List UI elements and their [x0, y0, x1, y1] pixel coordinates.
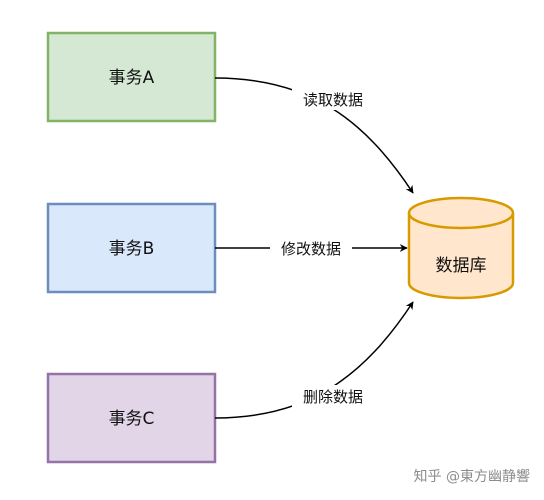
transaction-a-node[interactable]: 事务A	[46, 31, 217, 123]
transaction-a-label: 事务A	[109, 68, 155, 88]
edge-a-label-group: 读取数据	[292, 88, 374, 110]
watermark-text: 知乎 @東方幽静響	[413, 469, 530, 485]
edge-b-label: 修改数据	[281, 240, 341, 258]
transaction-c-node[interactable]: 事务C	[46, 372, 217, 464]
transaction-c-label: 事务C	[109, 409, 155, 429]
edge-b-label-group: 修改数据	[270, 237, 352, 259]
transaction-b-box	[46, 202, 217, 294]
database-node[interactable]: 数据库	[407, 196, 515, 300]
transaction-b-node[interactable]: 事务B	[46, 202, 217, 294]
database-cylinder-body	[407, 213, 515, 300]
database-label: 数据库	[436, 256, 487, 276]
edge-c-label: 删除数据	[303, 388, 363, 406]
edge-a-label: 读取数据	[303, 91, 363, 109]
transaction-c-box	[46, 372, 217, 464]
transaction-b-label: 事务B	[109, 239, 155, 259]
transaction-a-box	[46, 31, 217, 123]
database-cylinder-top	[407, 196, 515, 230]
edge-c-label-group: 删除数据	[292, 385, 374, 407]
